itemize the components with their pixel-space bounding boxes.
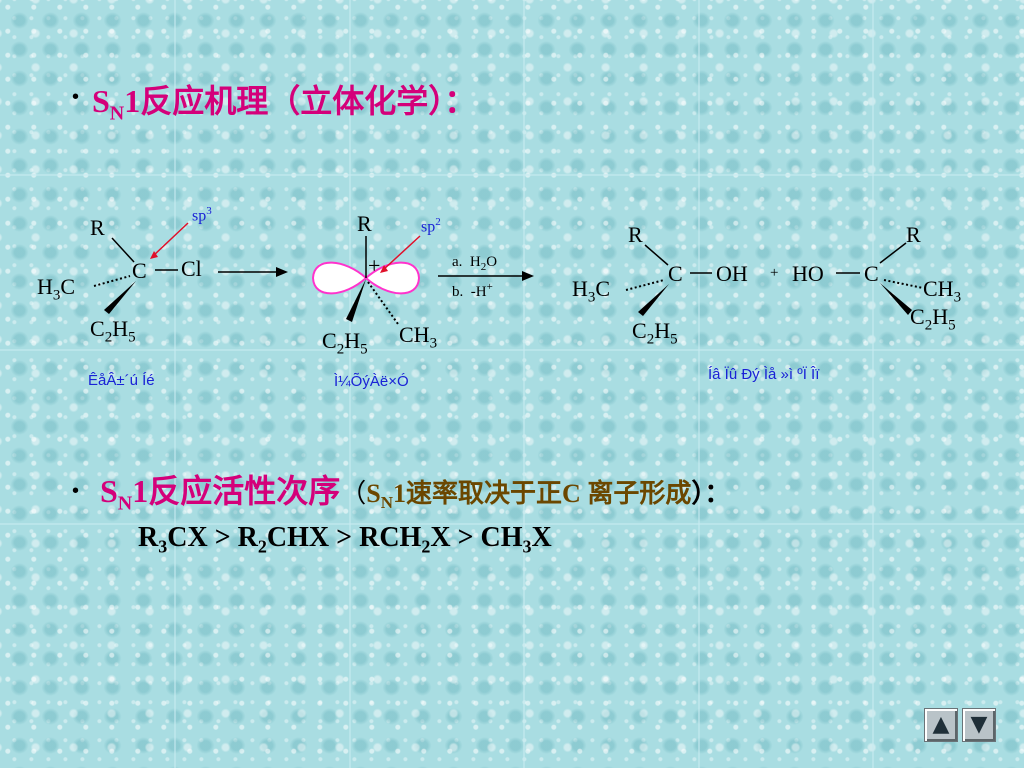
reaction-arrow-2-head bbox=[522, 271, 534, 281]
heading-sn1-mechanism: SN1反应机理（立体化学）： bbox=[92, 83, 477, 125]
reactant-c: C bbox=[132, 258, 147, 283]
product2-ch3: CH3 bbox=[923, 276, 962, 306]
reactivity-series: R3CX > R2CHX > RCH2X > CH3X bbox=[138, 522, 552, 558]
sp3-annotation: sp3 bbox=[192, 205, 212, 225]
bullet: • bbox=[72, 86, 80, 108]
intermediate-r: R bbox=[357, 211, 372, 236]
product2-c: C bbox=[864, 261, 879, 286]
sp2-pointer bbox=[382, 235, 421, 271]
product2-r: R bbox=[906, 222, 921, 247]
product2-ho: HO bbox=[792, 261, 824, 286]
product1-r: R bbox=[628, 222, 643, 247]
sp3-pointer bbox=[152, 222, 189, 257]
reaction-arrow-1-head bbox=[276, 267, 288, 277]
wedge-bond-c2h5-cation bbox=[346, 279, 366, 322]
reactant-r: R bbox=[90, 215, 105, 240]
series-item-ch3x: CH3X bbox=[480, 522, 552, 557]
intermediate-ch3: CH3 bbox=[399, 322, 438, 352]
reactant-label: ÊåÂ±´ú Íé bbox=[88, 372, 155, 389]
tile-seam bbox=[698, 0, 700, 768]
intermediate-c2h5: C2H5 bbox=[322, 328, 368, 358]
series-item-r3cx: R3CX > bbox=[138, 522, 238, 557]
bond-c-r-product2 bbox=[879, 242, 907, 264]
next-slide-button[interactable]: ▼ bbox=[962, 708, 996, 742]
p-orbital-right-lobe bbox=[364, 261, 421, 295]
reactant-c2h5: C2H5 bbox=[90, 316, 136, 346]
wedge-bond-c2h5 bbox=[104, 281, 136, 314]
tile-seam bbox=[0, 349, 1024, 351]
product1-c: C bbox=[668, 261, 683, 286]
tile-seam bbox=[872, 0, 874, 768]
tile-seam bbox=[0, 523, 1024, 525]
triangle-down-icon: ▼ bbox=[970, 712, 988, 737]
product1-c2h5: C2H5 bbox=[632, 318, 678, 348]
product2-c2h5: C2H5 bbox=[910, 304, 956, 334]
condition-a: a. H2O bbox=[452, 254, 498, 273]
sp2-pointer-head bbox=[380, 265, 388, 273]
condition-b: b. -H+ bbox=[452, 281, 493, 300]
tile-seam bbox=[0, 174, 1024, 176]
bond-r-c bbox=[111, 237, 135, 263]
reactant-h3c: H3C bbox=[37, 274, 76, 304]
triangle-up-icon: ▲ bbox=[932, 712, 950, 737]
sp3-pointer-head bbox=[150, 251, 158, 259]
hashed-bond-h3c bbox=[93, 275, 131, 287]
bond-r-c-product1 bbox=[644, 244, 669, 266]
products-plus: + bbox=[770, 265, 779, 281]
tile-seam bbox=[523, 0, 525, 768]
tile-seam bbox=[349, 0, 351, 768]
product-label: Íâ Ïû Ðý Ìå »ì ºÏ Îï bbox=[708, 366, 820, 383]
product1-h3c: H3C bbox=[572, 276, 611, 306]
bullet: • bbox=[72, 480, 80, 502]
series-item-r2chx: R2CHX > bbox=[237, 522, 360, 557]
previous-slide-button[interactable]: ▲ bbox=[924, 708, 958, 742]
wedge-bond-c2h5-product1 bbox=[638, 284, 669, 316]
sp2-annotation: sp2 bbox=[421, 216, 441, 236]
tile-seam bbox=[174, 0, 176, 768]
wedge-bond-c2h5-product2 bbox=[880, 283, 912, 315]
product1-oh: OH bbox=[716, 261, 748, 286]
series-item-rch2x: RCH2X > bbox=[359, 522, 481, 557]
reactant-cl: Cl bbox=[181, 256, 202, 281]
hashed-bond-h3c-product1 bbox=[625, 279, 665, 291]
intermediate-label: Ì¼ÕýÀë×Ó bbox=[334, 373, 409, 390]
p-orbital-left-lobe bbox=[311, 261, 368, 295]
intermediate-plus: + bbox=[368, 253, 381, 278]
heading-sn1-reactivity-order: SN1反应活性次序（SN1速率取决于正C 离子形成）： bbox=[100, 473, 731, 515]
hashed-bond-ch3-product2 bbox=[883, 279, 924, 289]
